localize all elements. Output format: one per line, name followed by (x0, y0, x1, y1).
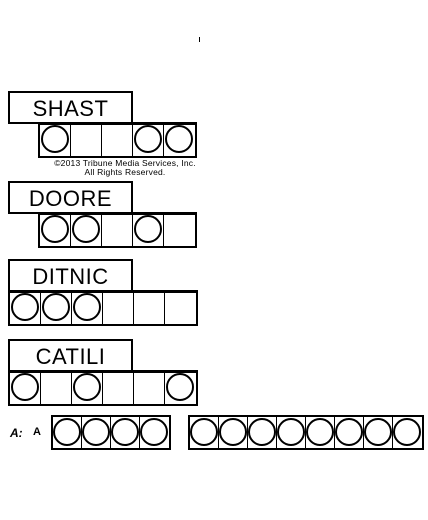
circle-marker (166, 373, 194, 401)
circle-marker (134, 125, 162, 153)
answer-letter-cell[interactable] (140, 417, 169, 448)
letter-cell[interactable] (71, 125, 102, 156)
letter-cell[interactable] (164, 125, 195, 156)
answer-letter-cell[interactable] (111, 417, 140, 448)
circle-marker (111, 418, 139, 446)
answer-letter-cell[interactable] (306, 417, 335, 448)
circle-marker (335, 418, 363, 446)
letter-cell[interactable] (134, 293, 165, 324)
final-answer-group-2[interactable] (188, 415, 424, 450)
letter-cell[interactable] (72, 373, 103, 404)
copyright-line: All Rights Reserved. (84, 167, 166, 177)
scrambled-word: SHAST (8, 91, 133, 124)
registration-mark (199, 37, 200, 42)
answer-letter-cell[interactable] (364, 417, 393, 448)
circle-marker (72, 215, 100, 243)
circle-marker (41, 125, 69, 153)
circle-marker (306, 418, 334, 446)
letter-cell[interactable] (165, 373, 196, 404)
answer-letter-cell[interactable] (190, 417, 219, 448)
answer-letter-cell[interactable] (53, 417, 82, 448)
letter-cell[interactable] (102, 215, 133, 246)
answer-letter-cell[interactable] (335, 417, 364, 448)
answer-row[interactable] (38, 212, 197, 248)
answer-row[interactable] (38, 122, 197, 158)
answer-letter-cell[interactable] (277, 417, 306, 448)
final-answer-group-1[interactable] (51, 415, 171, 450)
letter-cell[interactable] (103, 293, 134, 324)
scrambled-word: DOORE (8, 181, 133, 214)
answer-letter-cell[interactable] (82, 417, 111, 448)
answer-letter-cell[interactable] (248, 417, 277, 448)
letter-cell[interactable] (133, 125, 164, 156)
letter-cell[interactable] (103, 373, 134, 404)
circle-marker (393, 418, 421, 446)
circle-marker (140, 418, 168, 446)
circle-marker (53, 418, 81, 446)
letter-cell[interactable] (72, 293, 103, 324)
answer-letter-cell[interactable] (393, 417, 422, 448)
circle-marker (165, 125, 193, 153)
letter-cell[interactable] (10, 293, 41, 324)
scrambled-word: DITNIC (8, 259, 133, 292)
circle-marker (364, 418, 392, 446)
letter-cell[interactable] (102, 125, 133, 156)
letter-cell[interactable] (10, 373, 41, 404)
copyright-line: ©2013 Tribune Media Services, Inc. (54, 158, 196, 168)
answer-prefix: A (33, 426, 41, 438)
circle-marker (277, 418, 305, 446)
letter-cell[interactable] (40, 125, 71, 156)
letter-cell[interactable] (134, 373, 165, 404)
letter-cell[interactable] (164, 215, 195, 246)
circle-marker (190, 418, 218, 446)
scrambled-word: CATILI (8, 339, 133, 372)
answer-row[interactable] (8, 370, 198, 406)
letter-cell[interactable] (40, 215, 71, 246)
letter-cell[interactable] (71, 215, 102, 246)
circle-marker (248, 418, 276, 446)
letter-cell[interactable] (41, 373, 72, 404)
answer-letter-cell[interactable] (219, 417, 248, 448)
circle-marker (219, 418, 247, 446)
circle-marker (73, 293, 101, 321)
letter-cell[interactable] (133, 215, 164, 246)
circle-marker (73, 373, 101, 401)
circle-marker (42, 293, 70, 321)
circle-marker (11, 293, 39, 321)
circle-marker (82, 418, 110, 446)
answer-row[interactable] (8, 290, 198, 326)
answer-label: A: (10, 426, 23, 440)
letter-cell[interactable] (165, 293, 196, 324)
letter-cell[interactable] (41, 293, 72, 324)
copyright-notice: ©2013 Tribune Media Services, Inc. All R… (40, 159, 210, 177)
circle-marker (11, 373, 39, 401)
circle-marker (41, 215, 69, 243)
circle-marker (134, 215, 162, 243)
